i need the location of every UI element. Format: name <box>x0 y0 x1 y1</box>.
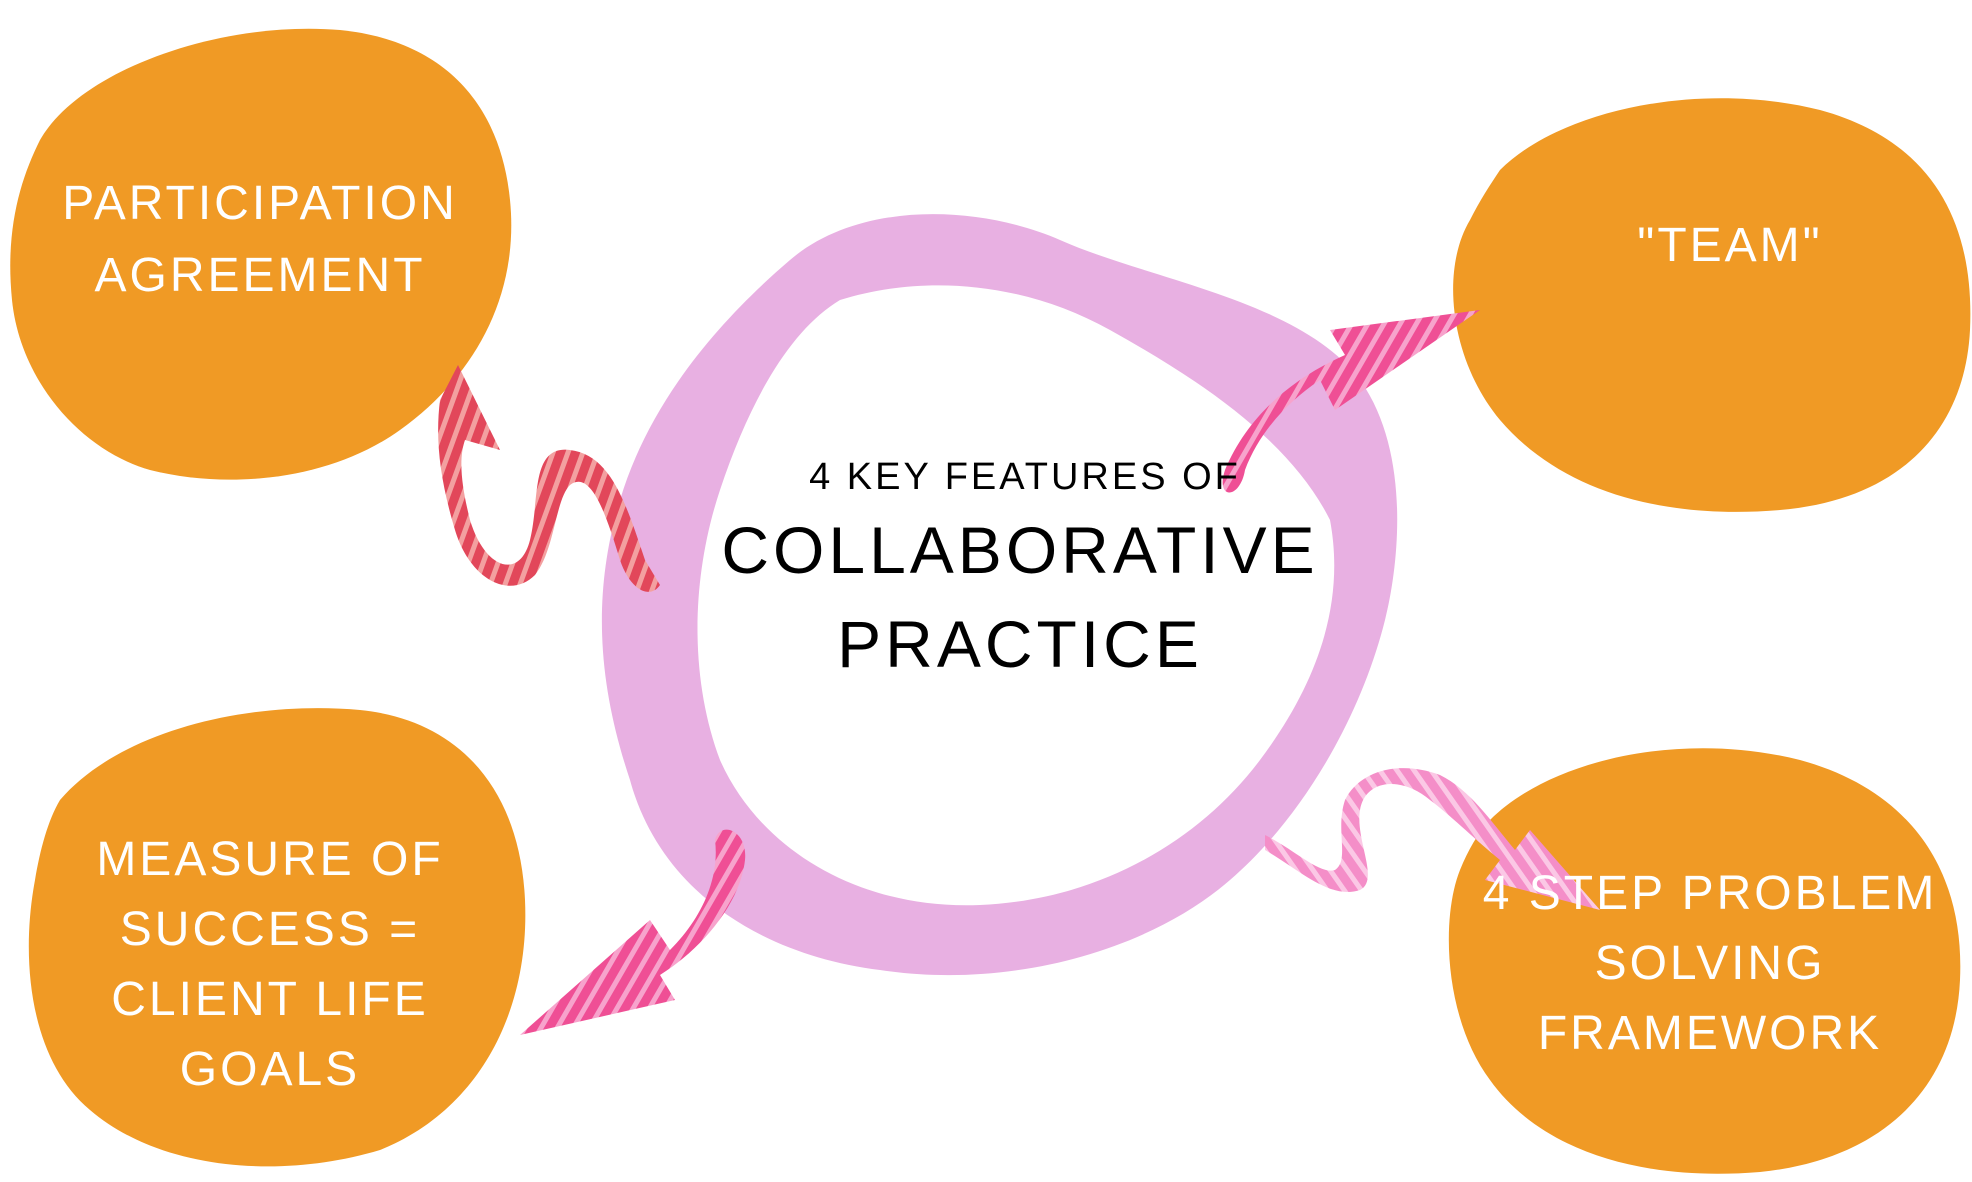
center-title-line1: COLLABORATIVE <box>721 513 1319 587</box>
center-title-line2: PRACTICE <box>837 607 1203 681</box>
feature-line: SUCCESS = <box>119 903 421 956</box>
feature-measure-of-success: MEASURE OF SUCCESS = CLIENT LIFE GOALS <box>60 836 480 1094</box>
feature-team: "TEAM" <box>1560 222 1900 270</box>
feature-line: GOALS <box>179 1043 361 1096</box>
feature-line: CLIENT LIFE <box>111 973 429 1026</box>
arrow-to-team <box>1222 310 1480 493</box>
bottom-left-blob <box>28 708 526 1167</box>
bottom-right-blob <box>1448 748 1961 1174</box>
feature-line: PARTICIPATION <box>62 177 458 230</box>
feature-participation-agreement: PARTICIPATION AGREEMENT <box>40 180 480 300</box>
center-subtitle: 4 KEY FEATURES OF <box>809 456 1241 498</box>
arrow-to-participation-agreement <box>438 365 660 592</box>
top-left-blob <box>10 28 512 480</box>
feature-line: AGREEMENT <box>94 249 426 302</box>
feature-line: FRAMEWORK <box>1537 1007 1883 1060</box>
feature-line: 4 STEP PROBLEM <box>1482 867 1938 920</box>
feature-line: MEASURE OF <box>96 833 444 886</box>
feature-line: "TEAM" <box>1637 219 1823 272</box>
arrow-to-measure-of-success <box>520 829 746 1035</box>
feature-problem-solving-framework: 4 STEP PROBLEM SOLVING FRAMEWORK <box>1470 870 1950 1058</box>
top-right-blob <box>1453 98 1971 512</box>
feature-line: SOLVING <box>1594 937 1826 990</box>
arrow-to-problem-solving <box>1265 768 1600 910</box>
